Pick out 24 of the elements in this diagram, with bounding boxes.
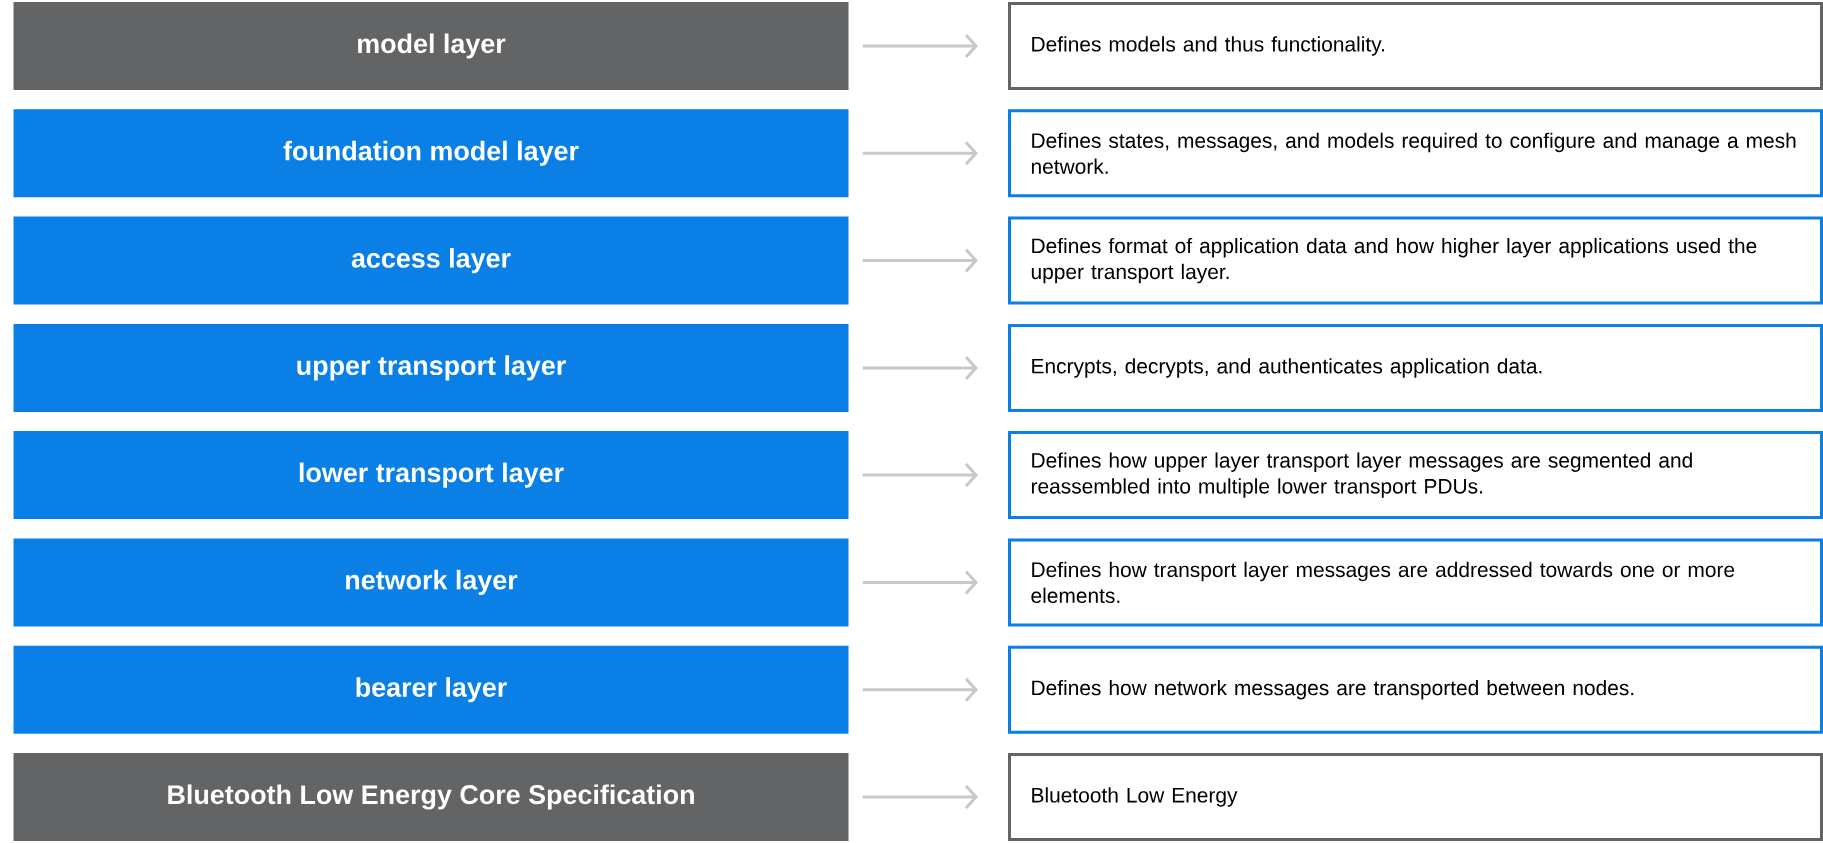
description-box: Defines how network messages are transported between nodes. bbox=[1008, 645, 1823, 734]
description-box: Defines how transport layer messages are addressed towards one or more elements. bbox=[1008, 538, 1823, 627]
layer-box: Bluetooth Low Energy Core Specification bbox=[13, 753, 849, 841]
arrow bbox=[862, 141, 978, 166]
arrow bbox=[862, 248, 978, 273]
arrow bbox=[862, 785, 978, 809]
layer-box: foundation model layer bbox=[13, 109, 849, 198]
description-box: Defines models and thus functionality. bbox=[1008, 2, 1823, 90]
layer-box: access layer bbox=[13, 216, 849, 305]
arrow bbox=[862, 355, 978, 380]
arrow bbox=[862, 34, 978, 58]
arrow bbox=[862, 570, 978, 595]
layer-box: bearer layer bbox=[13, 645, 849, 734]
description-box: Defines states, messages, and models required to configure and manage a mesh network. bbox=[1008, 109, 1823, 198]
description-box: Defines how upper layer transport layer messages are segmented and reassembled into multiple lower transport PDUs. bbox=[1008, 431, 1823, 520]
description-box: Defines format of application data and how higher layer applications used the upper transport layer. bbox=[1008, 216, 1823, 305]
arrow bbox=[862, 463, 978, 488]
description-box: Encrypts, decrypts, and authenticates application data. bbox=[1008, 323, 1823, 412]
layer-box: network layer bbox=[13, 538, 849, 627]
arrow bbox=[862, 677, 978, 702]
layer-box: upper transport layer bbox=[13, 323, 849, 412]
layer-box: model layer bbox=[13, 2, 849, 90]
description-box: Bluetooth Low Energy bbox=[1008, 753, 1823, 841]
layer-box: lower transport layer bbox=[13, 431, 849, 520]
